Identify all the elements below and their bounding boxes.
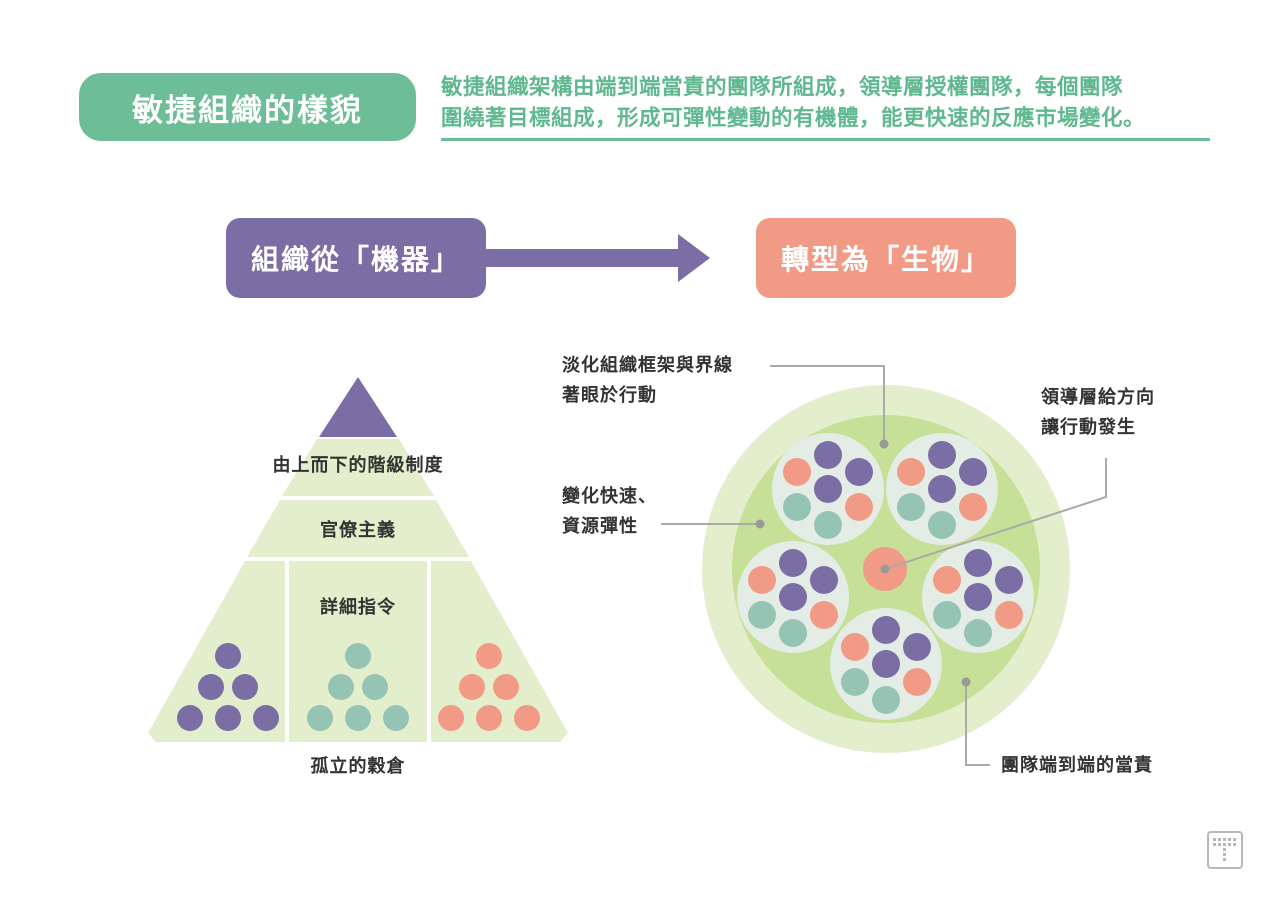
team-member-dot xyxy=(964,549,992,577)
pyramid-caption-silos: 孤立的穀倉 xyxy=(310,756,406,777)
team-member-dot xyxy=(845,458,873,486)
silo-dot xyxy=(232,674,258,700)
team-member-dot xyxy=(872,650,900,678)
team-member-dot xyxy=(928,475,956,503)
organism-diagram xyxy=(661,365,1107,766)
team-member-dot xyxy=(903,633,931,661)
callout-framework-line-1: 淡化組織框架與界線 xyxy=(562,355,733,376)
team-member-dot xyxy=(783,458,811,486)
pyramid-tier-bureaucracy xyxy=(247,500,469,557)
subtitle-line-2: 圍繞著目標組成，形成可彈性變動的有機體，能更快速的反應市場變化。 xyxy=(441,106,1146,131)
silo-dot xyxy=(253,705,279,731)
silo-dot xyxy=(362,674,388,700)
callout-accountability: 團隊端到端的當責 xyxy=(1001,755,1153,776)
team-member-dot xyxy=(783,493,811,521)
team-member-dot xyxy=(897,458,925,486)
silo-dot xyxy=(198,674,224,700)
silo-dot xyxy=(383,705,409,731)
callout-framework: 淡化組織框架與界線 著眼於行動 xyxy=(562,351,733,411)
callout-change: 變化快速、 資源彈性 xyxy=(562,482,657,542)
callout-line-accountability xyxy=(965,682,990,766)
callout-leader: 領導層給方向 讓行動發生 xyxy=(1041,383,1155,443)
silo-dot xyxy=(459,674,485,700)
team-member-dot xyxy=(928,511,956,539)
team-member-dot xyxy=(928,441,956,469)
pyramid-apex xyxy=(319,377,397,437)
machine-label-box: 組織從「機器」 xyxy=(226,218,486,298)
silo-dot xyxy=(215,705,241,731)
callout-leader-line-2: 讓行動發生 xyxy=(1041,417,1136,438)
callout-line-leader xyxy=(884,458,1107,570)
team-member-dot xyxy=(779,583,807,611)
team-member-dot xyxy=(933,566,961,594)
team-member-dot xyxy=(748,566,776,594)
subtitle-line-1: 敏捷組織架構由端到端當責的團隊所組成，領導層授權團隊，每個團隊 xyxy=(441,75,1124,100)
callout-dot-accountability xyxy=(961,677,971,687)
pyramid-tier-hierarchy xyxy=(282,439,434,496)
team-member-dot xyxy=(995,601,1023,629)
silo-dot xyxy=(438,705,464,731)
team-member-dot xyxy=(933,601,961,629)
team-member-dot xyxy=(964,619,992,647)
team-member-dot xyxy=(964,583,992,611)
team-member-dot xyxy=(903,668,931,696)
team-member-dot xyxy=(810,601,838,629)
pyramid-label-bureaucracy: 官僚主義 xyxy=(320,520,396,541)
organism-teams xyxy=(737,433,1034,720)
silo-dot xyxy=(345,643,371,669)
silo-dot xyxy=(345,705,371,731)
team-member-dot xyxy=(872,686,900,714)
callout-change-line-2: 資源彈性 xyxy=(562,516,638,537)
team-member-dot xyxy=(845,493,873,521)
page-title: 敏捷組織的樣貌 xyxy=(79,73,416,141)
team-member-dot xyxy=(814,475,842,503)
pyramid-label-hierarchy: 由上而下的階級制度 xyxy=(272,455,444,476)
team-member-dot xyxy=(779,549,807,577)
silo-dot xyxy=(177,705,203,731)
team-member-dot xyxy=(995,566,1023,594)
team-member-dot xyxy=(814,511,842,539)
team-member-dot xyxy=(810,566,838,594)
silo-dot xyxy=(476,705,502,731)
callout-leader-line-1: 領導層給方向 xyxy=(1041,387,1155,408)
team-member-dot xyxy=(841,668,869,696)
subtitle-underline xyxy=(441,138,1210,141)
team-member-dot xyxy=(897,493,925,521)
callout-dot-framework xyxy=(879,439,889,449)
team-member-dot xyxy=(748,601,776,629)
silo-dot xyxy=(307,705,333,731)
page-subtitle: 敏捷組織架構由端到端當責的團隊所組成，領導層授權團隊，每個團隊 圍繞著目標組成，… xyxy=(441,72,1210,134)
callout-change-line-1: 變化快速、 xyxy=(562,486,657,507)
silo-dot xyxy=(514,705,540,731)
team-member-dot xyxy=(779,619,807,647)
silo-dot xyxy=(476,643,502,669)
organism-label-box: 轉型為「生物」 xyxy=(756,218,1016,298)
team-member-dot xyxy=(959,493,987,521)
grid-t-logo-icon xyxy=(1207,831,1243,869)
team-member-dot xyxy=(959,458,987,486)
silo-dot xyxy=(215,643,241,669)
silo-dot-groups xyxy=(177,643,540,731)
silo-dot xyxy=(493,674,519,700)
team-member-dot xyxy=(814,441,842,469)
silo-dot xyxy=(328,674,354,700)
pyramid-label-instructions: 詳細指令 xyxy=(320,597,396,618)
transition-arrow-icon xyxy=(486,234,710,282)
callout-line-framework xyxy=(770,365,885,444)
callout-dot-change xyxy=(755,519,765,529)
team-member-dot xyxy=(841,633,869,661)
callout-dot-leader xyxy=(880,564,890,574)
callout-framework-line-2: 著眼於行動 xyxy=(562,385,657,406)
team-member-dot xyxy=(872,616,900,644)
